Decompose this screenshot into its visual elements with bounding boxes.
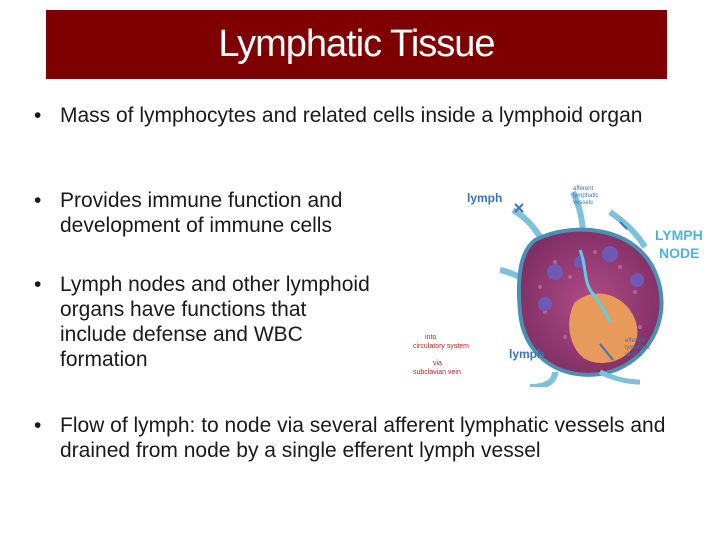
internal-sinus	[578, 249, 612, 323]
title-bar: Lymphatic Tissue	[46, 10, 667, 79]
label-lymph-bottom: lymph	[509, 347, 544, 361]
diagram-heading: LYMPH	[655, 227, 703, 243]
flow-arrow	[619, 221, 628, 230]
label-into-circulation: into	[425, 334, 436, 341]
label-into-circulation: circulatory system	[413, 343, 469, 350]
bullet-marker: •	[34, 104, 42, 127]
label-into-circulation: subclavian vein	[413, 369, 461, 376]
slide-title: Lymphatic Tissue	[218, 23, 495, 65]
medulla	[569, 293, 638, 363]
flow-arrow	[599, 343, 614, 361]
lymph-node-illustration: lymph afferent lymphatic vessels LYMPH N…	[413, 186, 703, 387]
label-efferent: efferent	[625, 338, 646, 344]
bullet-marker: •	[34, 273, 42, 296]
bullet-item: • Mass of lymphocytes and related cells …	[34, 103, 674, 128]
bullet-text: Flow of lymph: to node via several affer…	[60, 414, 666, 462]
bullet-item: • Flow of lymph: to node via several aff…	[34, 413, 684, 463]
label-afferent: lymphatic	[573, 193, 598, 199]
flow-arrow	[514, 203, 524, 213]
label-into-circulation: via	[433, 360, 442, 367]
label-afferent: afferent	[573, 186, 594, 192]
diagram-heading: NODE	[659, 245, 699, 261]
bullet-item: • Lymph nodes and other lymphoid organs …	[34, 272, 374, 372]
bullet-item: • Provides immune function and developme…	[34, 188, 404, 238]
bullet-marker: •	[34, 189, 42, 212]
afferent-vessel	[608, 209, 648, 249]
label-afferent: vessels	[573, 200, 593, 206]
bullet-text: Mass of lymphocytes and related cells in…	[60, 104, 643, 127]
efferent-vessel	[598, 369, 641, 385]
label-efferent: vessel	[625, 352, 642, 358]
bullet-marker: •	[34, 414, 42, 437]
label-efferent: lymphatic	[625, 345, 650, 351]
bullet-text: Provides immune function and development…	[60, 189, 343, 237]
lymph-node-diagram: lymph afferent lymphatic vessels LYMPH N…	[405, 182, 715, 387]
bullet-text: Lymph nodes and other lymphoid organs ha…	[60, 273, 370, 371]
label-lymph-top: lymph	[467, 191, 502, 205]
efferent-vessel	[529, 371, 558, 387]
